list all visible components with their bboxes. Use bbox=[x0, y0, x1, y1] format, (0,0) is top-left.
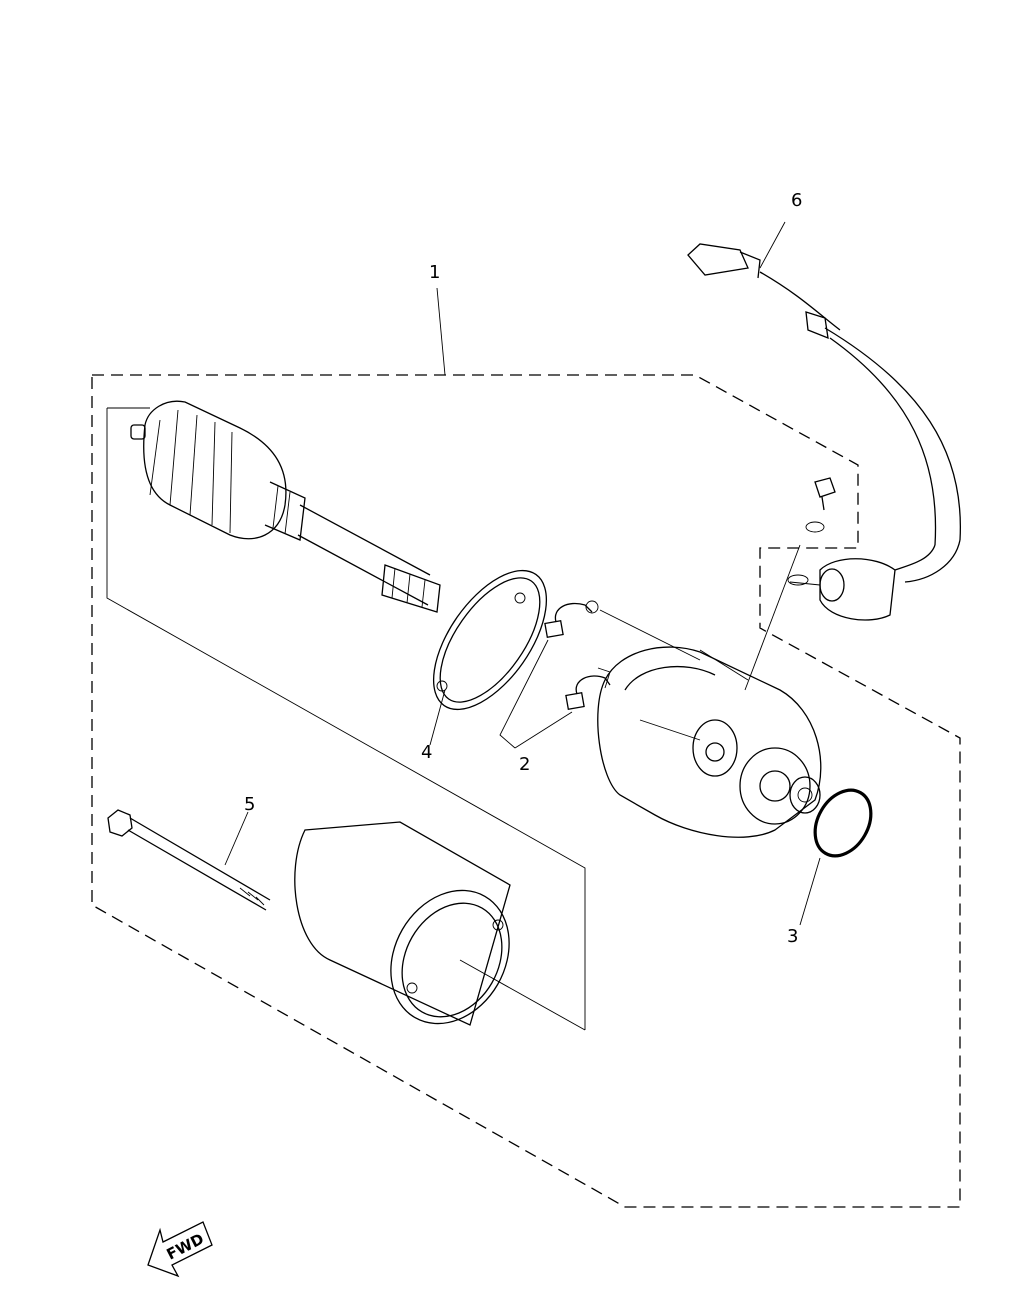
armature bbox=[130, 400, 441, 613]
terminal-screw bbox=[744, 477, 836, 691]
lead-wire-part-6 bbox=[687, 221, 962, 621]
brush-set-part-2 bbox=[499, 600, 611, 749]
front-cover bbox=[597, 609, 822, 838]
callout-2: 2 bbox=[519, 754, 530, 775]
armature-bracket bbox=[106, 407, 586, 1030]
forward-direction-arrow: FWD bbox=[147, 1221, 213, 1278]
callout-1: 1 bbox=[429, 262, 440, 283]
callout-4: 4 bbox=[421, 742, 432, 763]
callout-6: 6 bbox=[791, 190, 802, 211]
callout-5: 5 bbox=[244, 794, 255, 815]
callout-3: 3 bbox=[787, 926, 798, 947]
assembly-boundary bbox=[91, 374, 961, 1208]
leader-lines bbox=[436, 287, 446, 376]
through-bolt-part-5 bbox=[107, 809, 271, 911]
yoke-housing bbox=[294, 821, 586, 1031]
o-ring-part-3 bbox=[799, 788, 873, 926]
gasket-part-4 bbox=[429, 569, 548, 746]
callout-labels: 1 2 3 4 5 6 bbox=[244, 190, 802, 947]
